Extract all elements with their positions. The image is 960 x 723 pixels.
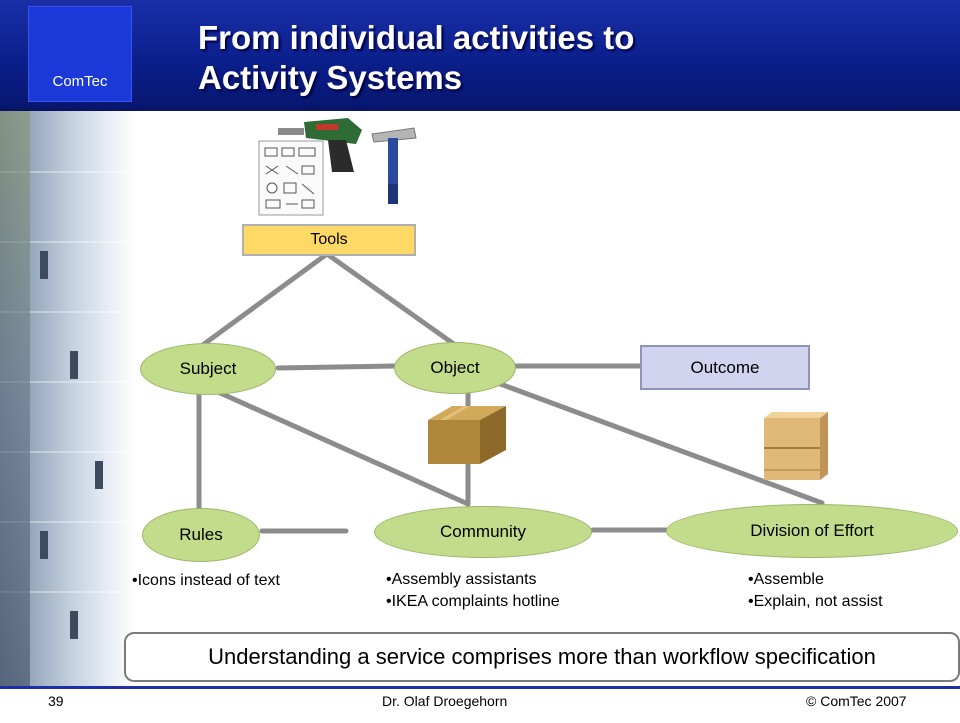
list-item: Assemble bbox=[748, 569, 883, 591]
header-rule bbox=[0, 108, 960, 111]
title-line-1: From individual activities to bbox=[198, 19, 635, 56]
tools-node: Tools bbox=[242, 224, 416, 256]
assembly-manual-icon bbox=[258, 140, 324, 216]
community-bullets: Assembly assistants IKEA complaints hotl… bbox=[386, 569, 560, 613]
list-item: Assembly assistants bbox=[386, 569, 560, 591]
rules-bullets: Icons instead of text bbox=[132, 570, 280, 592]
slide-title: From individual activities to Activity S… bbox=[198, 18, 634, 98]
slide-footer bbox=[0, 686, 960, 723]
outcome-node: Outcome bbox=[640, 345, 810, 390]
copyright-notice: © ComTec 2007 bbox=[806, 693, 907, 709]
rules-node: Rules bbox=[142, 508, 260, 562]
author-name: Dr. Olaf Droegehorn bbox=[382, 693, 508, 709]
slide-header bbox=[0, 0, 960, 110]
title-line-2: Activity Systems bbox=[198, 59, 463, 96]
page-number: 39 bbox=[48, 693, 64, 709]
list-item: IKEA complaints hotline bbox=[386, 591, 560, 613]
hammer-icon bbox=[371, 127, 417, 204]
community-node: Community bbox=[374, 506, 592, 558]
conclusion-banner: Understanding a service comprises more t… bbox=[124, 632, 960, 682]
line-subject-community bbox=[215, 389, 471, 507]
division-bullets: Assemble Explain, not assist bbox=[748, 569, 883, 613]
line-tools-subject bbox=[197, 251, 330, 350]
list-item: Icons instead of text bbox=[132, 570, 280, 592]
drawer-cabinet-icon bbox=[764, 412, 828, 480]
subject-node: Subject bbox=[140, 343, 276, 395]
comtec-logo: ComTec bbox=[28, 6, 132, 102]
cardboard-box-icon bbox=[428, 406, 506, 464]
line-subject-object bbox=[275, 363, 397, 371]
scenery-strip bbox=[0, 111, 30, 686]
line-tools-object bbox=[324, 251, 461, 350]
logo-label: ComTec bbox=[52, 73, 108, 90]
object-node: Object bbox=[394, 342, 516, 394]
list-item: Explain, not assist bbox=[748, 591, 883, 613]
screwdriver-icon bbox=[278, 118, 362, 172]
division-of-effort-node: Division of Effort bbox=[666, 504, 958, 558]
line-object-division bbox=[465, 369, 825, 506]
